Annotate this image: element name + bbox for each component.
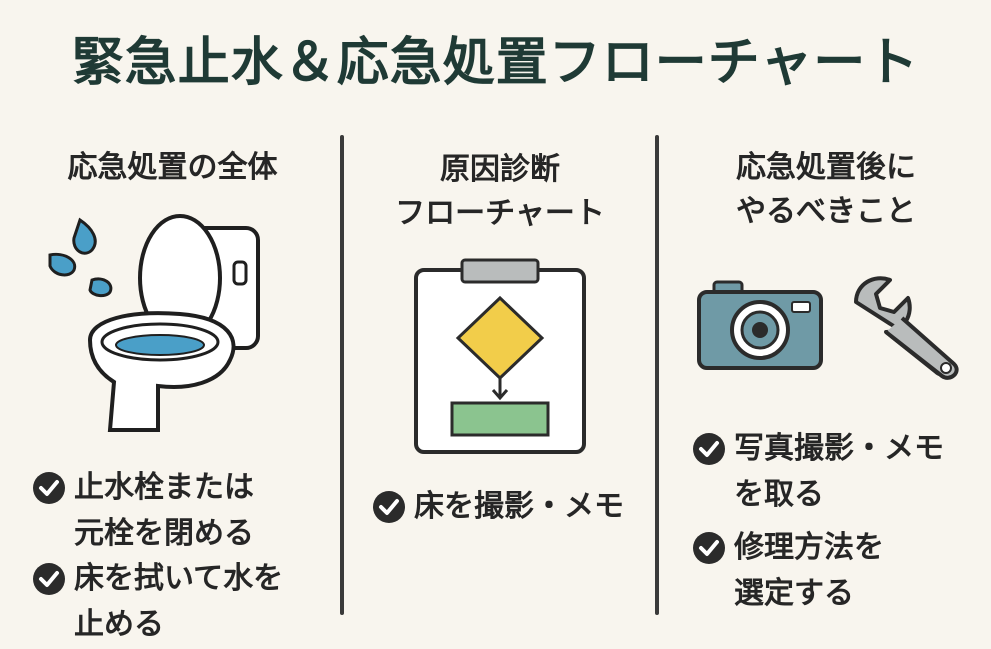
- check-circle-icon: [33, 563, 65, 595]
- toilet-water-splash-icon: [48, 214, 260, 432]
- check-circle-icon: [693, 532, 725, 564]
- column-title-after: 応急処置後に やるべきこと: [736, 150, 916, 229]
- camera-icon: [697, 280, 823, 370]
- list-item-text: 写真撮影・メモ を取る: [734, 431, 944, 512]
- flowchart-clipboard-icon: [414, 258, 586, 454]
- list-item-text: 床を撮影・メモ: [414, 489, 624, 524]
- list-item: 止水栓または 元栓を閉める: [32, 465, 254, 557]
- list-item-text: 修理方法を 選定する: [734, 530, 884, 611]
- check-circle-icon: [693, 433, 725, 465]
- list-item: 修理方法を 選定する: [692, 525, 884, 617]
- list-item: 写真撮影・メモ を取る: [692, 426, 944, 518]
- column-divider: [655, 135, 659, 615]
- column-title-overview: 応急処置の全体: [67, 150, 278, 185]
- column-divider: [340, 135, 344, 615]
- wrench-icon: [854, 276, 959, 380]
- list-item: 床を拭いて水を 止める: [32, 556, 283, 648]
- list-item: 床を撮影・メモ: [372, 484, 624, 530]
- check-circle-icon: [373, 491, 405, 523]
- column-title-diagnosis: 原因診断 フローチャート: [395, 152, 605, 231]
- list-item-text: 止水栓または 元栓を閉める: [74, 470, 254, 551]
- check-circle-icon: [33, 472, 65, 504]
- list-item-text: 床を拭いて水を 止める: [74, 561, 284, 642]
- page-title: 緊急止水＆応急処置フローチャート: [71, 33, 920, 93]
